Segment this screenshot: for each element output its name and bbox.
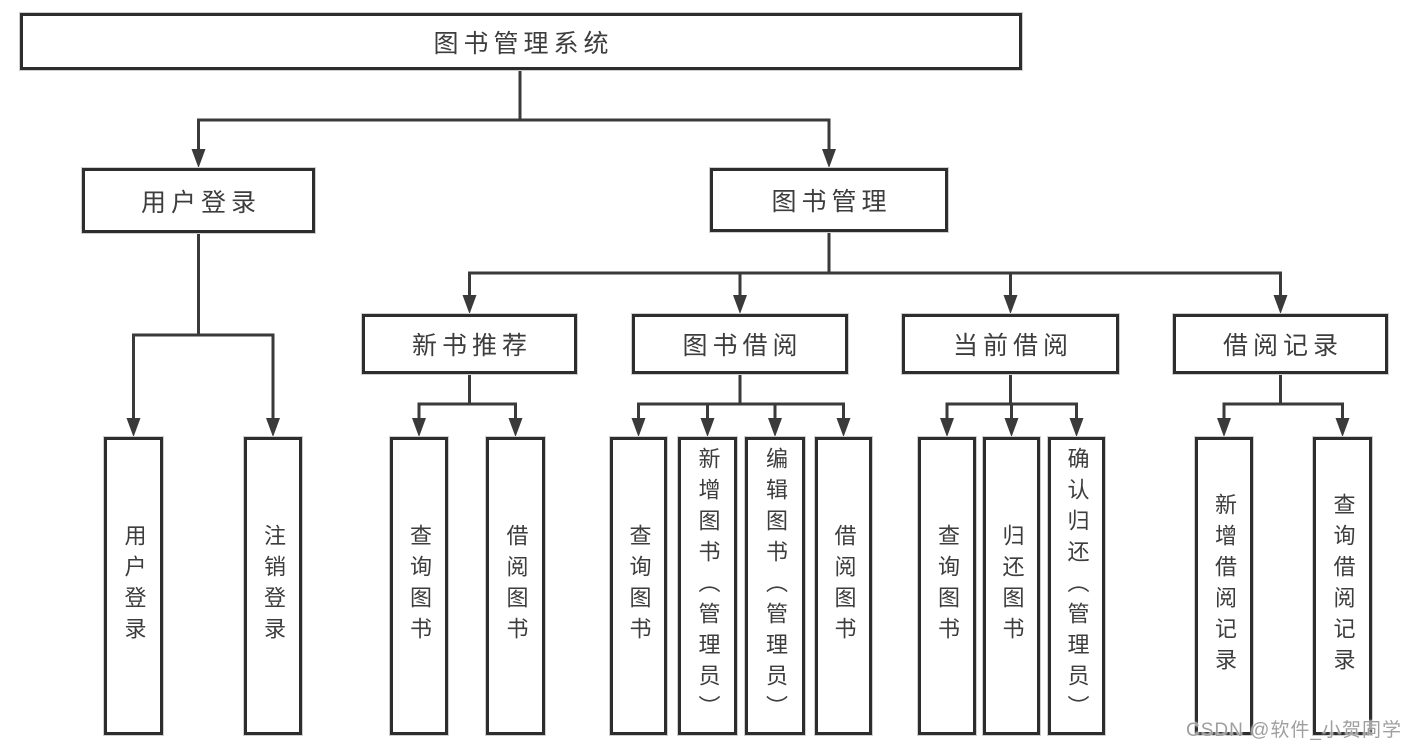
connector-lines [132,70,1344,421]
leaf-records-add-record: 新增借阅记录 [1195,437,1253,735]
arrowhead-icon [462,295,477,314]
node-new-book-recommendation: 新书推荐 [362,314,577,374]
leaf-records-query-record: 查询借阅记录 [1313,437,1372,735]
leaf-user-login: 用户登录 [104,437,163,735]
leaf-label: 编辑图书（管理员） [763,446,788,726]
arrowhead-icon [1273,295,1288,314]
arrowhead-icon [191,149,206,168]
leaf-recommend-query-book: 查询图书 [390,437,448,735]
csdn-watermark: CSDN @软件_小贺同学 [1186,720,1402,741]
arrowhead-icon [733,295,747,314]
arrowhead-icon [768,418,782,437]
arrowhead-icon [1069,418,1084,437]
connector-arrowheads [126,149,1350,437]
node-label: 当前借阅 [952,332,1073,360]
leaf-label: 新增图书（管理员） [695,446,721,726]
node-label: 图书借阅 [682,332,803,360]
leaf-label: 新增借阅记录 [1212,493,1237,679]
arrowhead-icon [126,418,141,437]
arrowhead-icon [822,149,836,168]
leaf-label: 查询图书 [407,524,432,648]
node-current-borrowing: 当前借阅 [902,314,1119,374]
leaf-label: 查询图书 [935,524,960,648]
node-book-management: 图书管理 [710,168,948,232]
leaf-current-confirm-return-admin: 确认归还（管理员） [1048,437,1105,735]
leaf-label: 归还图书 [999,524,1025,648]
leaf-label: 查询图书 [626,524,652,648]
node-label: 用户登录 [140,188,261,217]
leaf-logout: 注销登录 [244,437,302,735]
node-user-login: 用户登录 [82,168,315,233]
leaf-label: 注销登录 [261,524,286,648]
arrowhead-icon [836,418,851,437]
leaf-borrow-add-book-admin: 新增图书（管理员） [678,437,737,735]
leaf-label: 查询借阅记录 [1330,493,1356,679]
node-label: 新书推荐 [411,332,532,360]
node-library-management-system: 图书管理系统 [20,13,1022,70]
arrowhead-icon [631,418,646,437]
node-label: 借阅记录 [1222,332,1343,360]
node-label: 图书管理系统 [433,29,614,58]
arrowhead-icon [266,418,280,437]
arrowhead-icon [1004,418,1019,437]
arrowhead-icon [1217,418,1231,437]
leaf-recommend-borrow-book: 借阅图书 [486,437,545,735]
leaf-label: 借阅图书 [831,524,857,648]
arrowhead-icon [940,418,954,437]
node-label: 图书管理 [771,188,892,216]
leaf-borrow-borrow-book: 借阅图书 [815,437,872,735]
leaf-current-return-book: 归还图书 [983,437,1040,735]
leaf-label: 用户登录 [121,524,147,648]
arrowhead-icon [1003,295,1018,314]
arrowhead-icon [1335,418,1350,437]
leaf-label: 借阅图书 [503,524,529,648]
arrowhead-icon [508,418,523,437]
leaf-borrow-edit-book-admin: 编辑图书（管理员） [745,437,805,735]
leaf-label: 确认归还（管理员） [1064,446,1090,726]
node-book-borrowing: 图书借阅 [632,314,848,374]
leaf-borrow-query-book: 查询图书 [610,437,667,735]
arrowhead-icon [700,418,715,437]
arrowhead-icon [412,418,426,437]
node-borrowing-records: 借阅记录 [1173,314,1388,374]
leaf-current-query-book: 查询图书 [918,437,976,735]
